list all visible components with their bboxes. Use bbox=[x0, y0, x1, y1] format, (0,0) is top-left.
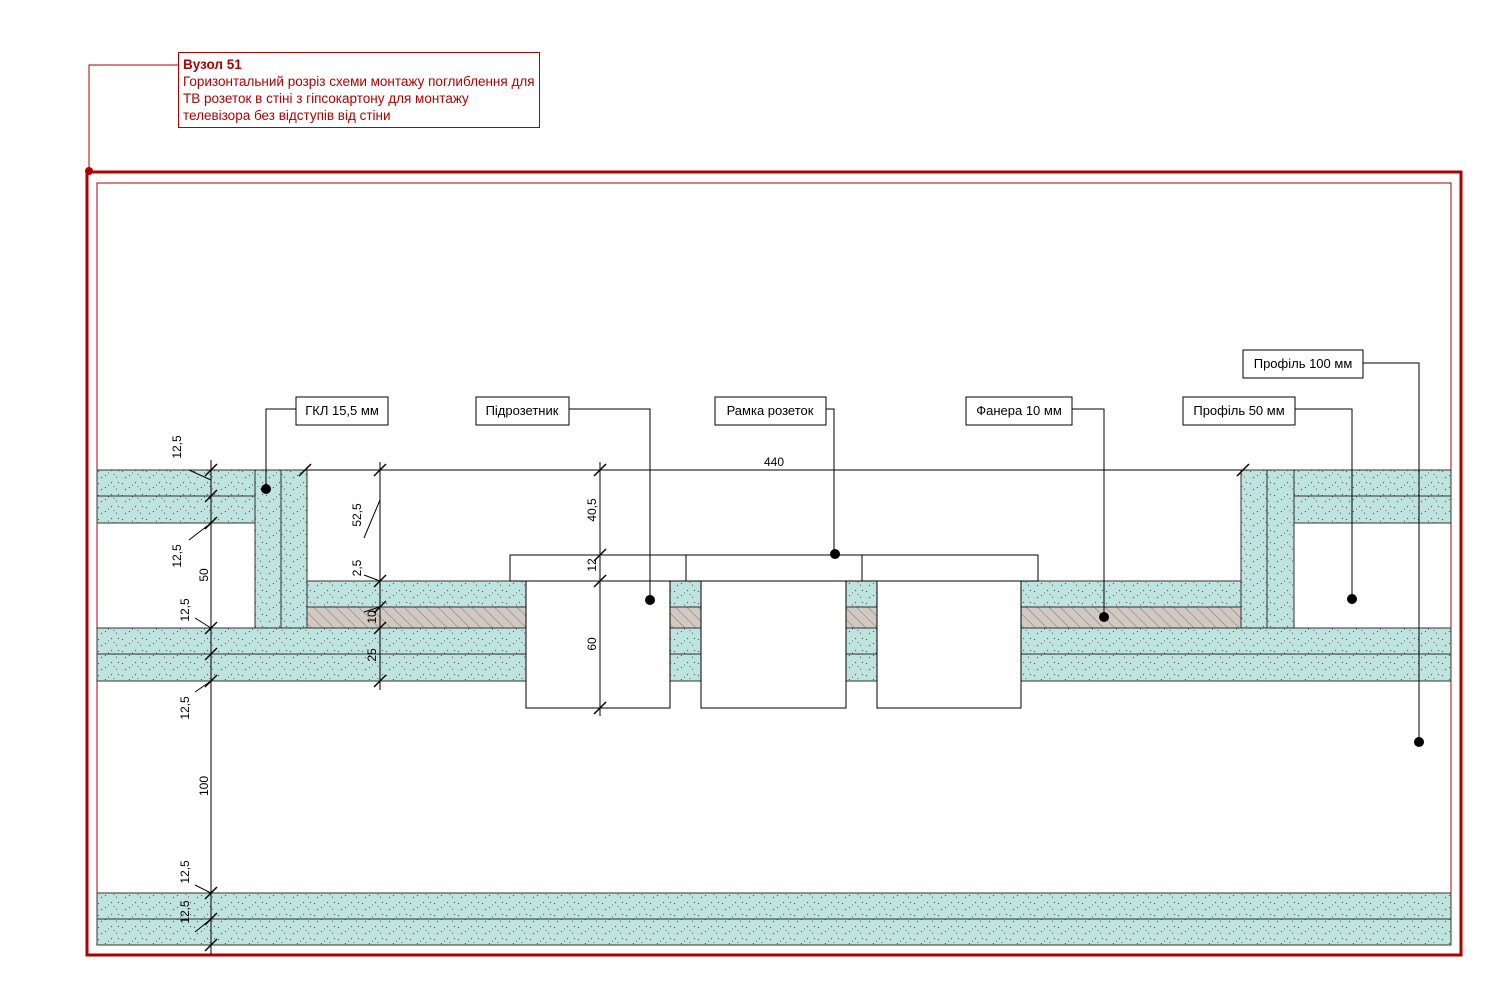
dim-25: 25 bbox=[365, 648, 379, 662]
wall-front-right bbox=[1293, 469, 1452, 524]
title-box: Вузол 51 Горизонтальний розріз схеми мон… bbox=[178, 52, 540, 128]
wall-main bbox=[96, 627, 1452, 682]
callout-gkl: ГКЛ 15,5 мм bbox=[295, 396, 389, 426]
callout-socket-frame: Рамка розеток bbox=[714, 396, 827, 426]
dim-12-5-a: 12,5 bbox=[170, 435, 184, 459]
label-profile50: Профіль 50 мм bbox=[1193, 403, 1284, 418]
label-profile100: Профіль 100 мм bbox=[1254, 356, 1353, 371]
callout-plywood: Фанера 10 мм bbox=[965, 396, 1073, 426]
callout-leaders bbox=[265, 362, 1420, 742]
dim-60: 60 bbox=[585, 637, 599, 651]
title-description: Горизонтальний розріз схеми монтажу погл… bbox=[183, 74, 535, 123]
wall-front-left bbox=[96, 469, 256, 524]
dim-2-5: 2,5 bbox=[350, 559, 364, 576]
callout-socket-box: Підрозетник bbox=[475, 396, 570, 426]
dim-40-5: 40,5 bbox=[585, 498, 599, 522]
dim-440: 440 bbox=[764, 455, 784, 469]
recess-side-left bbox=[254, 469, 308, 629]
callout-profile50: Профіль 50 мм bbox=[1182, 396, 1296, 426]
socket-frame bbox=[509, 554, 1039, 582]
label-plywood: Фанера 10 мм bbox=[976, 403, 1062, 418]
dim-12-5-e: 12,5 bbox=[178, 860, 192, 884]
dim-10: 10 bbox=[365, 610, 379, 624]
dim-52-5: 52,5 bbox=[350, 503, 364, 527]
label-socket-frame: Рамка розеток bbox=[727, 403, 814, 418]
dim-12-5-d: 12,5 bbox=[178, 696, 192, 720]
label-gkl: ГКЛ 15,5 мм bbox=[305, 403, 379, 418]
dim-12-5-f: 12,5 bbox=[178, 900, 192, 924]
dimension-texts: 440 12,5 12,5 50 12,5 12,5 100 12,5 12,5… bbox=[170, 435, 784, 924]
wall-back bbox=[96, 892, 1452, 946]
dim-100: 100 bbox=[197, 776, 211, 796]
callout-profile100: Профіль 100 мм bbox=[1242, 349, 1364, 379]
dim-12-5-b: 12,5 bbox=[170, 544, 184, 568]
dim-12: 12 bbox=[585, 558, 599, 572]
socket-boxes bbox=[525, 580, 1022, 709]
dimension-lines bbox=[188, 460, 1250, 955]
recess-back-drywall bbox=[306, 580, 1242, 608]
dim-12-5-c: 12,5 bbox=[178, 598, 192, 622]
recess-side-right bbox=[1240, 469, 1295, 629]
label-socket-box: Підрозетник bbox=[486, 403, 559, 418]
callout-dots bbox=[261, 484, 1424, 747]
dim-50: 50 bbox=[197, 568, 211, 582]
title-heading: Вузол 51 bbox=[183, 57, 242, 72]
